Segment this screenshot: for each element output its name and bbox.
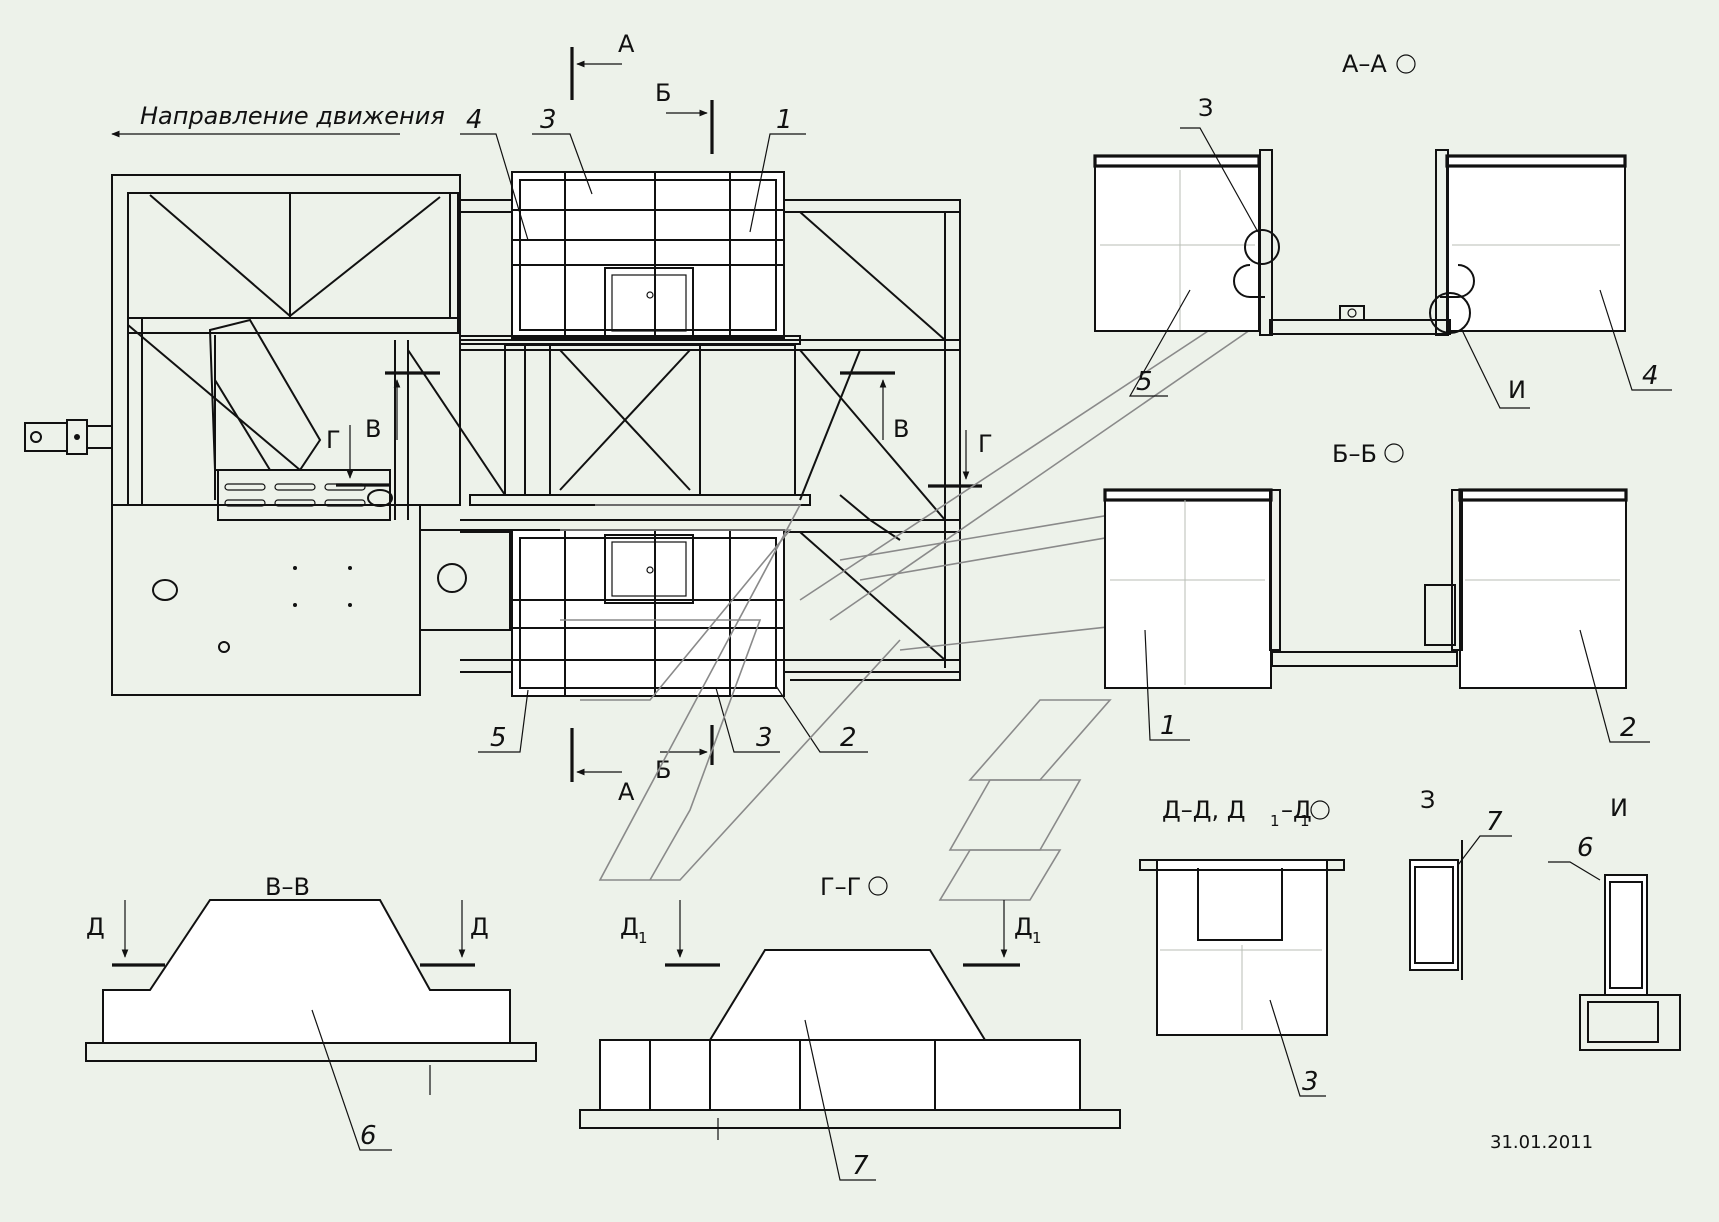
callout-6-i: 6 [1577, 833, 1594, 863]
callout-7-z: 7 [1486, 807, 1503, 837]
crossbeam-upper [459, 335, 801, 345]
detail-z: З 7 [1409, 786, 1512, 980]
cut-line-b: Б Б [655, 79, 714, 784]
detail-title-z: З [1420, 786, 1435, 814]
callout-4-aa: 4 [1642, 361, 1659, 391]
callout-3-dd: 3 [1302, 1067, 1319, 1097]
cut-letter-d1-left: Д [620, 913, 639, 941]
section-d-d: Д–Д, Д 1 –Д 1 3 [1139, 796, 1345, 1097]
callout-1-main: 1 [776, 105, 793, 135]
main-view-leaders: 4 3 1 5 3 2 [460, 105, 868, 753]
callout-5-main: 5 [490, 723, 507, 753]
section-b-b: Б–Б 1 2 [1103, 440, 1650, 743]
detail-title-i: И [1610, 794, 1628, 822]
drawing-date: 31.01.2011 [1490, 1132, 1593, 1153]
cut-letter-b-top: Б [655, 79, 671, 107]
detail-letter-z-aa: З [1198, 94, 1213, 122]
towing-hitch [24, 419, 113, 455]
cut-line-v: В В [365, 371, 909, 443]
cut-letter-a-bottom: А [618, 778, 635, 806]
crossbeam-lower [469, 494, 811, 506]
callout-5-aa: 5 [1136, 367, 1153, 397]
callout-6-vv: 6 [360, 1121, 377, 1151]
callout-1-bb: 1 [1160, 711, 1177, 741]
cut-line-a: А А [570, 30, 635, 806]
rotation-mark-icon [868, 876, 888, 896]
section-title-d-mid: –Д [1281, 796, 1312, 824]
section-title-d-subscript-1: 1 [1270, 812, 1280, 830]
cut-letter-a-top: А [618, 30, 635, 58]
section-title-d-d: Д–Д, Д [1162, 796, 1246, 824]
rotation-mark-icon [1396, 54, 1416, 74]
upper-container-box [511, 171, 785, 339]
lower-plate [111, 504, 511, 696]
cut-letter-d-right: Д [470, 913, 489, 941]
detail-marker-z [1244, 229, 1280, 265]
lower-container-box [511, 529, 785, 697]
callout-3-main-top: 3 [540, 105, 557, 135]
cut-letter-d-left: Д [86, 913, 105, 941]
detail-marker-i [1429, 292, 1471, 334]
section-g-g: Г–Г Д 1 Д 1 7 [579, 873, 1121, 1181]
cut-letter-d1-left-sub: 1 [638, 929, 648, 947]
callout-4-main: 4 [466, 105, 483, 135]
callout-7-gg: 7 [852, 1151, 869, 1181]
rotation-mark-icon [1384, 443, 1404, 463]
rotation-mark-icon [1310, 800, 1330, 820]
cut-letter-d1-right-sub: 1 [1032, 929, 1042, 947]
cut-letter-b-bottom: Б [655, 756, 671, 784]
direction-indicator: Направление движения [111, 102, 445, 138]
section-title-b-b: Б–Б [1332, 440, 1377, 468]
cut-letter-v-right: В [893, 415, 909, 443]
cut-letter-g-right: Г [978, 430, 993, 458]
section-title-g-g: Г–Г [820, 873, 861, 901]
main-plan-view: А А Б Б В В Г Г [24, 30, 993, 806]
cut-letter-d1-right: Д [1014, 913, 1033, 941]
callout-2-main: 2 [840, 723, 857, 753]
section-title-a-a: А–А [1342, 50, 1387, 78]
right-truss-frame [790, 199, 961, 681]
cut-letter-v-left: В [365, 415, 381, 443]
cut-letter-g-left: Г [326, 426, 341, 454]
direction-label: Направление движения [140, 102, 445, 130]
detail-letter-i-aa: И [1508, 376, 1526, 404]
section-v-v: В–В Д Д 6 [85, 873, 537, 1151]
detail-i: И 6 [1548, 794, 1681, 1051]
section-a-a: А–А З И 5 4 [1093, 50, 1672, 409]
callout-3-main-bottom: 3 [756, 723, 773, 753]
section-title-d-subscript-2: 1 [1300, 812, 1310, 830]
section-title-v-v: В–В [265, 873, 310, 901]
callout-2-bb: 2 [1620, 713, 1637, 743]
